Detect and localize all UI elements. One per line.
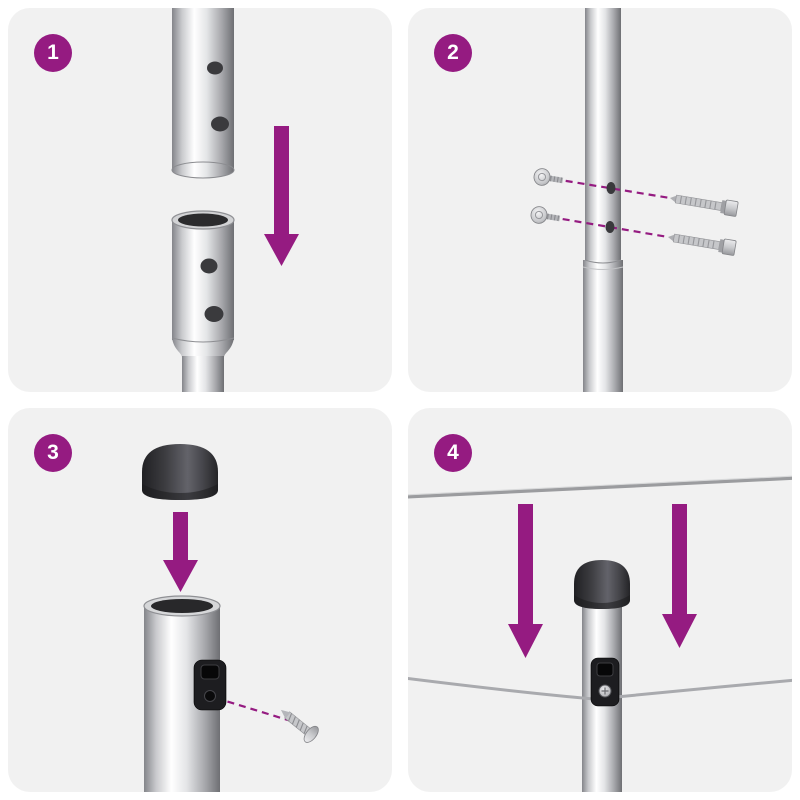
- alignment-guide-line: [538, 213, 669, 239]
- bolt-icon: [670, 194, 739, 217]
- step-number: 4: [447, 441, 459, 464]
- down-arrow-icon: [264, 126, 299, 266]
- bolt-icon: [668, 233, 737, 256]
- lower-pole-section: [171, 210, 235, 392]
- pole: [582, 8, 624, 392]
- screw-icon: [530, 206, 561, 224]
- step-3-badge: 3: [34, 434, 72, 472]
- down-arrow-icon: [163, 512, 198, 592]
- clothesline-top-wire: [408, 475, 792, 499]
- step-1-badge: 1: [34, 34, 72, 72]
- step-4-illustration: [408, 475, 792, 792]
- step-panel-4: 4: [408, 408, 792, 792]
- clothesline-wire: [408, 676, 595, 701]
- step-4-badge: 4: [434, 434, 472, 472]
- pole-hole: [200, 258, 218, 274]
- step-number: 2: [447, 41, 459, 64]
- step-panel-1: 1: [8, 8, 392, 392]
- step-number: 3: [47, 441, 59, 464]
- step-1-illustration: [171, 8, 299, 392]
- screw-icon: [533, 168, 564, 186]
- step-number: 1: [47, 41, 59, 64]
- end-cap: [574, 560, 630, 609]
- alignment-guide-line: [541, 175, 671, 200]
- down-arrow-icon: [508, 504, 543, 658]
- pole-hole: [605, 221, 615, 233]
- pole-hole: [211, 116, 229, 132]
- step-2-illustration: [530, 8, 739, 392]
- line-clip: [193, 659, 227, 711]
- step-panel-3: 3: [8, 408, 392, 792]
- clothesline-wire: [615, 678, 792, 699]
- end-cap: [142, 444, 218, 500]
- step-panel-2: 2: [408, 8, 792, 392]
- down-arrow-icon: [662, 504, 697, 648]
- screw-guide-line: [215, 696, 292, 723]
- step-2-badge: 2: [434, 34, 472, 72]
- step-3-illustration: [142, 444, 319, 792]
- screw-icon: [280, 709, 319, 743]
- pole-hole: [207, 61, 223, 75]
- pole-hole: [204, 306, 224, 322]
- pole-hole: [606, 182, 616, 194]
- line-clip: [590, 657, 620, 707]
- upper-pole-section: [171, 8, 235, 179]
